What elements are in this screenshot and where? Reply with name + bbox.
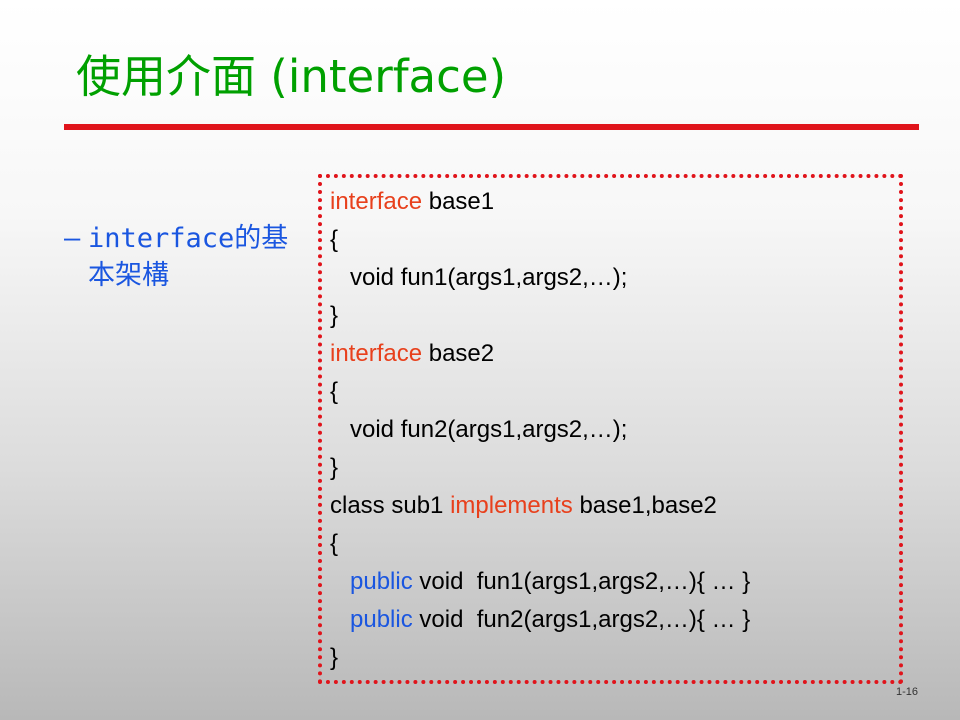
bullet-text-line1: interface的基	[88, 223, 289, 254]
code-line: {	[330, 221, 750, 259]
code-text	[330, 606, 350, 633]
code-line: }	[330, 449, 750, 487]
code-text: void fun1(args1,args2,…);	[330, 264, 628, 291]
code-line: interface base2	[330, 335, 750, 373]
code-line: public void fun2(args1,args2,…){ … }	[330, 601, 750, 639]
code-text: void fun2(args1,args2,…);	[330, 416, 628, 443]
code-line: void fun1(args1,args2,…);	[330, 259, 750, 297]
bullet-text-line2: 本架構	[88, 260, 169, 291]
code-text: }	[330, 644, 339, 671]
code-keyword: interface	[330, 340, 423, 367]
code-text: }	[330, 454, 339, 481]
bullet-point: –interface的基 本架構	[64, 220, 304, 294]
code-line: class sub1 implements base1,base2	[330, 487, 750, 525]
code-keyword: public	[350, 568, 413, 595]
code-text: base1	[422, 188, 495, 215]
title-underline	[64, 124, 919, 130]
code-block: interface base1 { void fun1(args1,args2,……	[330, 183, 750, 677]
code-text: void fun2(args1,args2,…){ … }	[412, 606, 751, 633]
code-box-border	[318, 174, 903, 684]
code-text: class sub1	[330, 492, 451, 519]
code-line: void fun2(args1,args2,…);	[330, 411, 750, 449]
code-keyword: implements	[450, 492, 573, 519]
code-text: void fun1(args1,args2,…){ … }	[412, 568, 751, 595]
code-line: }	[330, 639, 750, 677]
code-keyword: interface	[330, 188, 423, 215]
code-line: {	[330, 525, 750, 563]
code-line: public void fun1(args1,args2,…){ … }	[330, 563, 750, 601]
code-text: base1,base2	[572, 492, 717, 519]
code-text: {	[330, 226, 339, 253]
code-text: }	[330, 302, 339, 329]
code-line: }	[330, 297, 750, 335]
code-line: {	[330, 373, 750, 411]
code-text: {	[330, 378, 339, 405]
bullet-dash: –	[64, 223, 81, 254]
slide-title: 使用介面 (interface)	[76, 50, 507, 103]
page-number: 1-16	[896, 686, 919, 698]
code-keyword: public	[350, 606, 413, 633]
code-text	[330, 568, 350, 595]
code-text: base2	[422, 340, 495, 367]
code-text: {	[330, 530, 339, 557]
code-line: interface base1	[330, 183, 750, 221]
